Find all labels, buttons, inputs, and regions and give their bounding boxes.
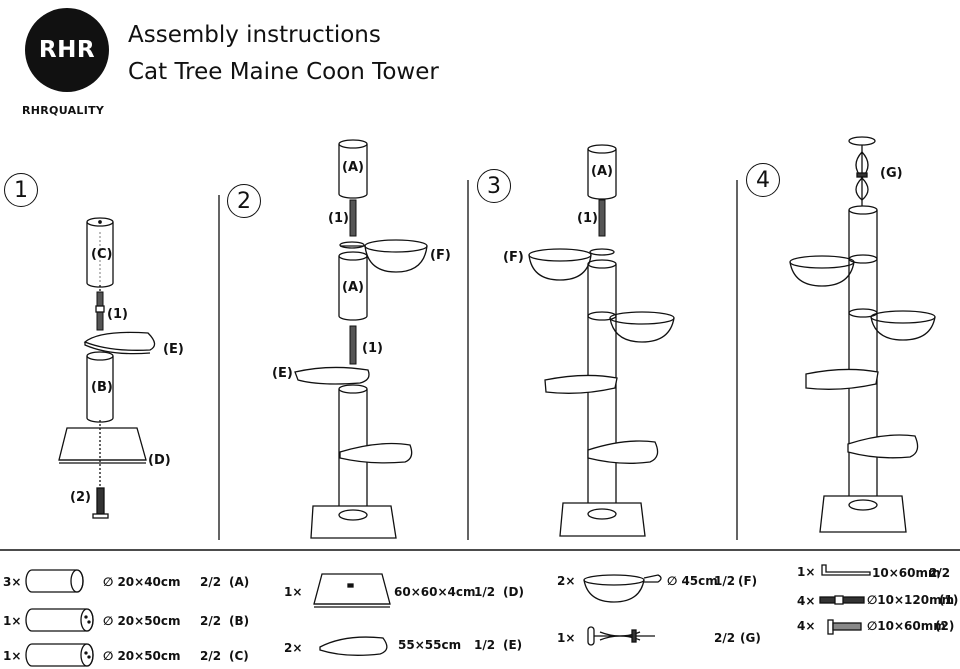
label-a: (A)	[591, 164, 613, 179]
part-d-page: 1/2	[474, 585, 496, 599]
label-g: (G)	[880, 166, 903, 181]
part-c-size: ∅ 20×50cm	[103, 649, 181, 663]
step2-drawing	[294, 139, 428, 539]
step1-drawing	[58, 217, 156, 519]
part-a-page: 2/2	[200, 575, 222, 589]
part-g-id: (G)	[740, 631, 761, 645]
part-a-id: (A)	[229, 575, 250, 589]
part-c-page: 2/2	[200, 649, 222, 663]
page-title: Assembly instructions	[128, 22, 381, 48]
label-bolt-2: (2)	[70, 490, 91, 505]
part-b-page: 2/2	[200, 614, 222, 628]
brand-logo: RHR	[25, 8, 109, 92]
step-number-3: 3	[477, 169, 511, 203]
part-f-id: (F)	[738, 574, 758, 588]
wrench-qty: 1×	[797, 565, 816, 579]
part-g-qty: 1×	[557, 631, 576, 645]
part-d-qty: 1×	[284, 585, 303, 599]
wrench-page: 2/2	[929, 566, 951, 580]
step-number-2: 2	[227, 184, 261, 218]
label-a: (A)	[342, 160, 364, 175]
part-a-qty: 3×	[3, 575, 22, 589]
logo-text: RHR	[38, 37, 96, 63]
part-e-page: 1/2	[474, 638, 496, 652]
part-e-size: 55×55cm	[398, 638, 462, 652]
parts-icons	[25, 564, 871, 667]
label-bolt-1: (1)	[328, 211, 349, 226]
label-d: (D)	[148, 453, 171, 468]
part-b-size: ∅ 20×50cm	[103, 614, 181, 628]
part-d-size: 60×60×4cm	[394, 585, 476, 599]
brand-name: RHRQUALITY	[22, 104, 105, 117]
product-title: Cat Tree Maine Coon Tower	[128, 59, 439, 85]
part-e-qty: 2×	[284, 641, 303, 655]
part-b-qty: 1×	[3, 614, 22, 628]
label-bolt-1: (1)	[107, 307, 128, 322]
label-b: (B)	[91, 380, 113, 395]
label-bolt-1: (1)	[362, 341, 383, 356]
part-a-size: ∅ 20×40cm	[103, 575, 181, 589]
part-g-page: 2/2	[714, 631, 736, 645]
bolt-2-qty: 4×	[797, 619, 816, 633]
part-c-qty: 1×	[3, 649, 22, 663]
label-e: (E)	[163, 342, 184, 357]
bolt-1-id: (1)	[939, 593, 959, 607]
part-f-page: 1/2	[714, 574, 736, 588]
wrench-size: 10×60mm	[872, 566, 941, 580]
part-f-qty: 2×	[557, 574, 576, 588]
part-f-size: ∅ 45cm	[667, 574, 718, 588]
label-a: (A)	[342, 280, 364, 295]
label-e: (E)	[272, 366, 293, 381]
bolt-1-size: ∅10×120mm	[867, 593, 955, 607]
part-c-id: (C)	[229, 649, 249, 663]
step3-drawing	[528, 144, 675, 537]
label-c: (C)	[91, 247, 113, 262]
part-e-id: (E)	[503, 638, 523, 652]
bolt-1-qty: 4×	[797, 594, 816, 608]
part-b-id: (B)	[229, 614, 250, 628]
step4-drawing	[789, 136, 936, 533]
part-d-id: (D)	[503, 585, 524, 599]
label-bolt-1: (1)	[577, 211, 598, 226]
step-number-4: 4	[746, 163, 780, 197]
label-f: (F)	[503, 250, 524, 265]
bolt-2-size: ∅10×60mm	[867, 619, 946, 633]
label-f: (F)	[430, 248, 451, 263]
step-number-1: 1	[4, 173, 38, 207]
bolt-2-id: (2)	[935, 619, 955, 633]
